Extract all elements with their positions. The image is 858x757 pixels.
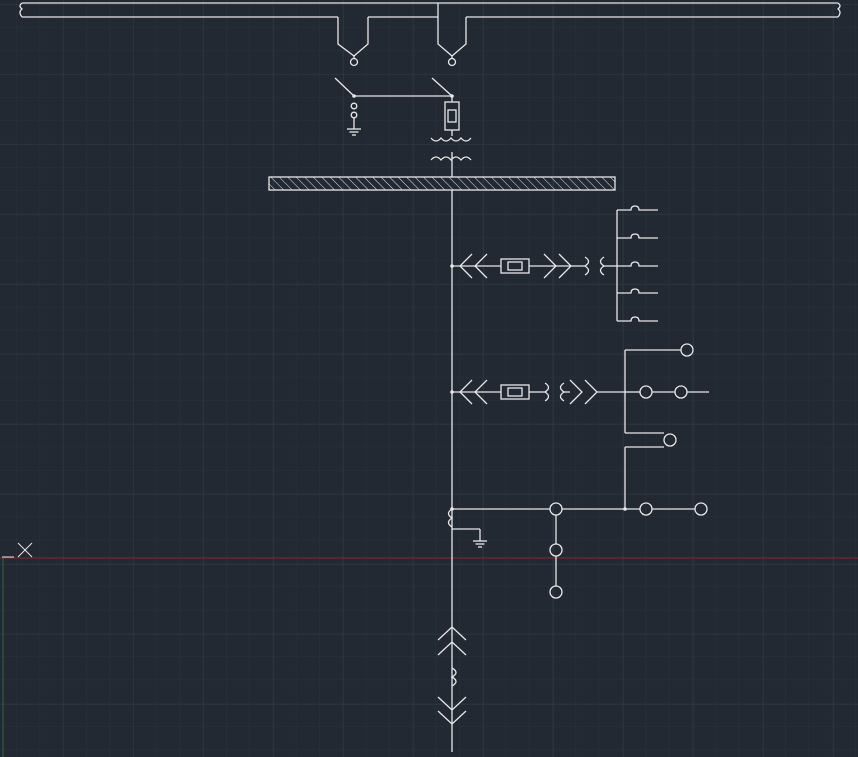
earth-switch[interactable] [334,77,454,136]
disconnect-right[interactable] [437,17,467,67]
feeder-2-withdrawable-fuse[interactable] [450,379,625,405]
disconnect-left[interactable] [337,17,369,67]
crosshair-x-icon [2,542,33,558]
top-busbar[interactable] [19,2,841,18]
feeder-1-ct-multi-outputs[interactable] [616,205,658,322]
main-busbar-hatched[interactable] [268,176,616,191]
power-transformer[interactable] [430,136,472,177]
fuse[interactable] [431,77,460,136]
lower-relay-chain[interactable] [452,502,708,599]
bottom-withdrawable-incomer[interactable] [437,626,467,725]
feeder-2-relay-network[interactable] [624,343,709,509]
feeder-1-withdrawable-fuse[interactable] [450,253,617,279]
ct-earthing[interactable] [447,507,488,548]
